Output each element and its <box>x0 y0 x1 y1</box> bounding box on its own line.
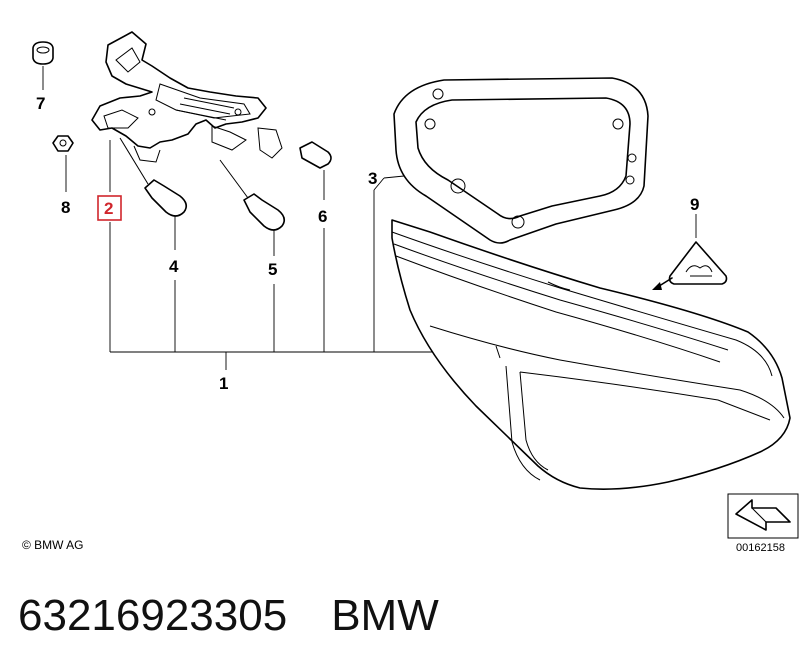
brand-name: BMW <box>331 591 439 640</box>
gasket-part <box>383 77 649 244</box>
callout-1: 1 <box>219 374 228 393</box>
callout-2: 2 <box>104 199 113 218</box>
callout-3: 3 <box>368 169 377 188</box>
copyright-text: © BMW AG <box>22 538 84 552</box>
bulb-part-6 <box>299 141 332 200</box>
parts-diagram: 1 2 3 4 5 6 7 8 9 <box>32 31 799 539</box>
nut-part <box>52 135 74 192</box>
callout-4: 4 <box>169 257 179 276</box>
callout-6: 6 <box>318 207 327 226</box>
bulb-carrier-part <box>91 31 283 192</box>
callout-9: 9 <box>690 195 699 214</box>
callout-8: 8 <box>61 198 70 217</box>
bulb-part-4 <box>119 137 188 250</box>
warning-label-part <box>652 214 728 290</box>
grommet-part <box>32 41 54 90</box>
callout-5: 5 <box>268 260 277 279</box>
callout-2-highlight-box <box>97 195 122 221</box>
tail-light-part <box>391 219 791 490</box>
bulb-part-5 <box>219 159 286 256</box>
footer: 63216923305 BMW <box>18 588 439 644</box>
callout-7: 7 <box>36 94 45 113</box>
diagram-id: 00162158 <box>736 542 785 554</box>
leader-bracket <box>109 177 432 370</box>
direction-arrow-icon <box>727 493 799 539</box>
part-number: 63216923305 <box>18 591 288 640</box>
